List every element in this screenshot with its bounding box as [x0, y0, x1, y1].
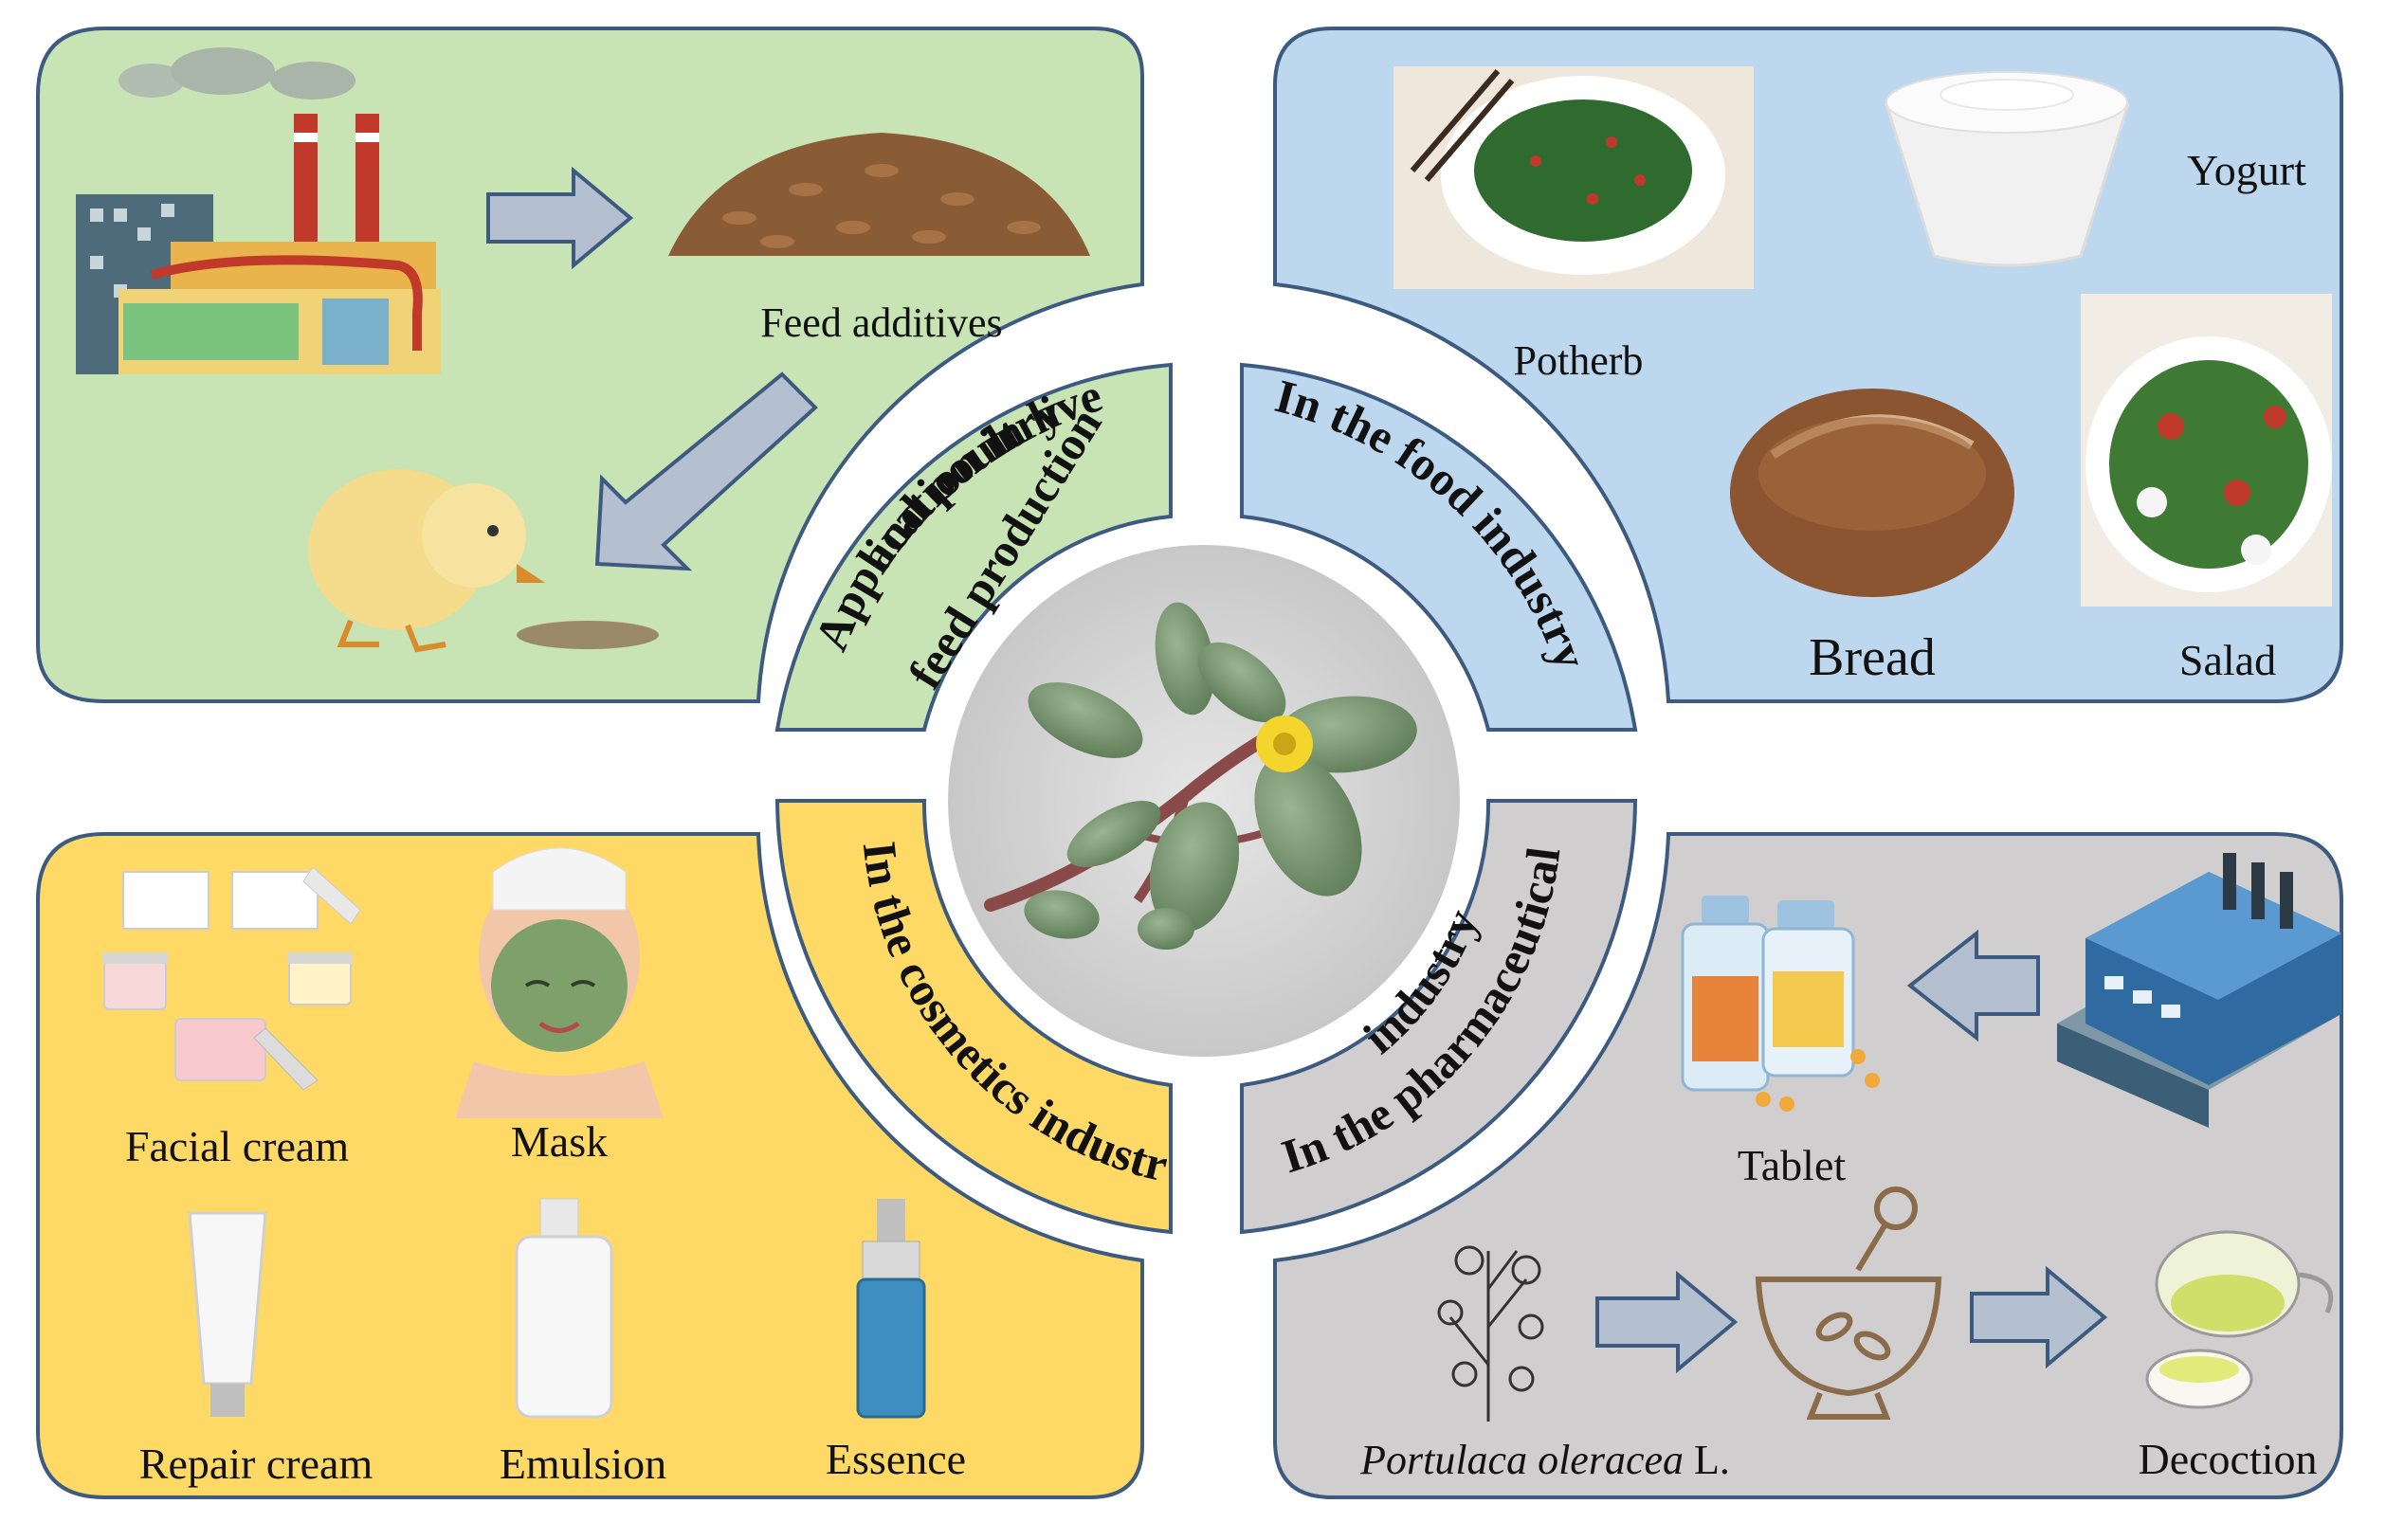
label-potherb: Potherb	[1514, 337, 1644, 384]
mortar-pestle-icon	[1755, 1187, 1942, 1420]
arrow-down-left-icon	[594, 371, 818, 571]
arrow-right-icon	[486, 166, 634, 270]
essence-bottle-icon	[856, 1199, 926, 1419]
salad-image	[2081, 294, 2332, 607]
emulsion-bottle-icon	[515, 1198, 613, 1419]
label-emulsion: Emulsion	[500, 1440, 666, 1488]
chick-icon	[308, 469, 659, 653]
arrow-left-icon	[1906, 929, 2040, 1042]
potherb-image	[1393, 66, 1754, 289]
teapot-icon	[2145, 1230, 2334, 1409]
pill-bottles-icon	[1681, 896, 1880, 1112]
ring-livestock	[774, 362, 1173, 732]
purslane-plant-icon	[984, 602, 1417, 950]
label-decoction: Decoction	[2138, 1435, 2317, 1483]
center-circle	[948, 545, 1460, 1057]
label-species: Portulaca oleracea L.	[1359, 1437, 1730, 1483]
label-bread: Bread	[1809, 628, 1936, 687]
label-feed-additives: Feed additives	[760, 299, 1002, 346]
mask-face-icon	[455, 847, 664, 1118]
ring-food	[1240, 362, 1638, 732]
feed-pellets-icon	[668, 133, 1090, 256]
ring-cosmetics	[774, 799, 1173, 1235]
pharma-factory-icon	[2057, 853, 2341, 1128]
ring-pharma	[1240, 799, 1638, 1235]
purslane-sketch-icon	[1437, 1245, 1544, 1422]
label-facial-cream: Facial cream	[125, 1122, 349, 1170]
arrow-right-icon-3	[1970, 1265, 2108, 1369]
bread-icon	[1730, 389, 2014, 597]
label-repair-cream: Repair cream	[139, 1440, 373, 1488]
label-yogurt: Yogurt	[2187, 146, 2306, 194]
yogurt-icon	[1885, 71, 2130, 267]
label-salad: Salad	[2179, 636, 2276, 684]
facial-cream-icon	[102, 866, 361, 1091]
repair-cream-tube-icon	[188, 1211, 267, 1417]
factory-icon	[76, 47, 441, 374]
label-essence: Essence	[826, 1435, 966, 1483]
label-tablet: Tablet	[1738, 1141, 1847, 1189]
arrow-right-icon-2	[1595, 1270, 1739, 1374]
label-mask: Mask	[511, 1117, 608, 1166]
